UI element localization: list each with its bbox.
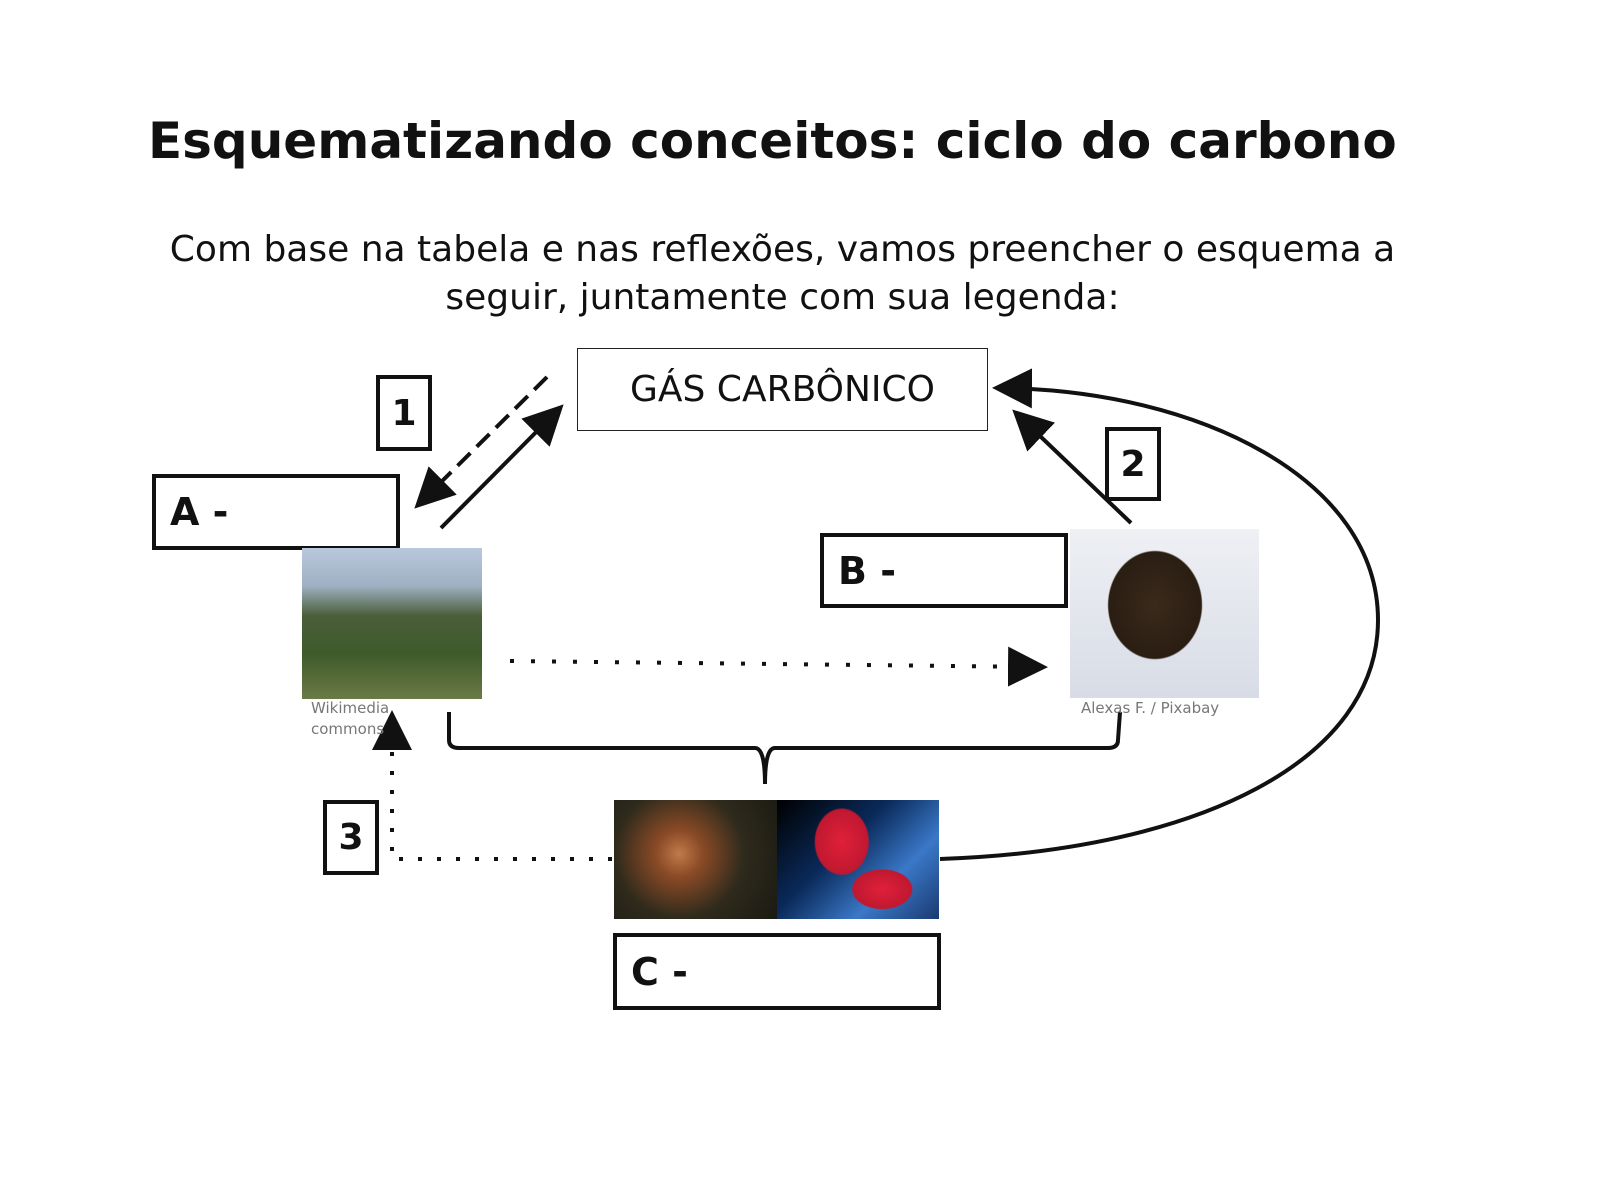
arrow-respiration-animals — [1012, 409, 1133, 525]
chimpanzee-photo — [1070, 529, 1259, 698]
page-title: Esquematizando conceitos: ciclo do carbo… — [148, 112, 1397, 170]
animal-photo-credit: Alexas F. / Pixabay — [1081, 699, 1220, 717]
instructions-text: Com base na tabela e nas reflexões, vamo… — [169, 229, 1396, 318]
label-number-2: 2 — [1105, 427, 1161, 501]
gas-carbonico-box: GÁS CARBÔNICO — [577, 348, 988, 431]
palm-trees-photo — [302, 548, 482, 699]
mushrooms-photo — [614, 800, 777, 919]
brace — [447, 711, 1122, 785]
answer-box-a[interactable]: A - — [152, 474, 400, 550]
bacteria-photo — [777, 800, 939, 919]
label-number-3: 3 — [323, 800, 379, 875]
arrow-photosynthesis-dashed — [414, 375, 549, 509]
plants-photo-credit: Wikimedia commons — [311, 699, 390, 738]
answer-box-b[interactable]: B - — [820, 533, 1068, 608]
arrow-respiration-plants — [439, 404, 564, 530]
answer-box-c[interactable]: C - — [613, 933, 941, 1010]
arrow-plants-to-animals — [509, 646, 1048, 687]
arrow-decomposer-to-gas — [939, 368, 1381, 861]
label-number-1: 1 — [376, 375, 432, 451]
arrow-decomposer-to-plants — [372, 710, 612, 861]
